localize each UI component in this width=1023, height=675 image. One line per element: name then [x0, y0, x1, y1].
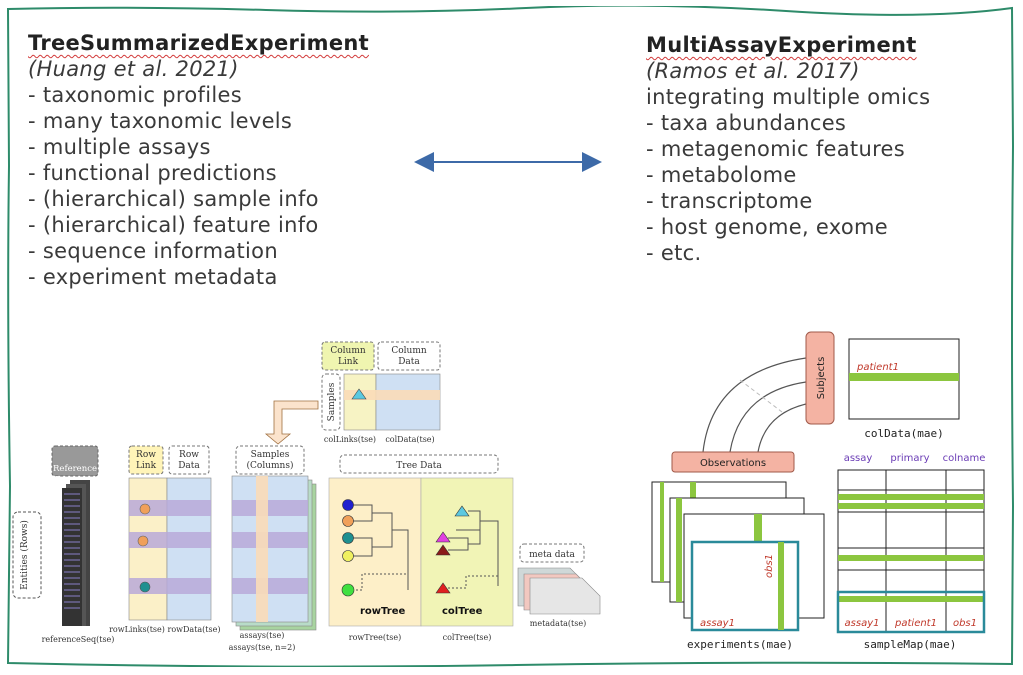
mae-item-3: - metagenomic features: [646, 137, 906, 161]
mae-item-7: - etc.: [646, 241, 702, 265]
samples-label: Samples: [327, 382, 337, 421]
row-data-header: [168, 445, 210, 475]
tse-item-1: - taxonomic profiles: [28, 83, 242, 107]
mae-title: MultiAssayExperiment: [646, 33, 917, 57]
entities-box: [12, 511, 42, 599]
assays-caption-2: assays(tse, n=2): [229, 643, 296, 652]
samplemap-caption: sampleMap(mae): [864, 638, 957, 651]
row-data-caption: rowData(tse): [168, 625, 221, 634]
tse-title: TreeSummarizedExperiment: [28, 31, 369, 55]
row-link-column: [128, 477, 168, 621]
samplemap-header-colname: colname: [943, 453, 986, 464]
row-tree-panel: [328, 477, 422, 627]
observations-label: Observations: [700, 458, 766, 469]
reference-sequence-stack: [62, 480, 90, 626]
samplemap-cell-colname: obs1: [953, 618, 977, 629]
samplemap-header-assay: assay: [844, 453, 873, 464]
row-tree-branches: [352, 504, 409, 591]
outer-frame: [6, 6, 1015, 667]
samples-columns-header: [235, 445, 305, 475]
assay-matrix: [231, 475, 309, 623]
reference-seq-caption: referenceSeq(tse): [42, 635, 115, 644]
samplemap-header-primary: primary: [890, 453, 929, 464]
mae-item-5: - transcriptome: [646, 189, 813, 213]
obs-label: obs1: [764, 554, 775, 578]
samplemap-cell-assay: assay1: [845, 618, 880, 629]
row-tree-label: rowTree: [360, 606, 405, 617]
samplemap-cell-primary: patient1: [894, 618, 937, 629]
entities-label: Entities (Rows): [19, 520, 30, 590]
tse-item-3: - multiple assays: [28, 135, 211, 159]
metadata-sheet: [529, 577, 601, 615]
experiments-caption: experiments(mae): [687, 638, 793, 651]
row-tree-caption: rowTree(tse): [349, 633, 401, 642]
col-tree-branches: [448, 510, 499, 589]
mae-citation: (Ramos et al. 2017): [646, 59, 860, 83]
column-link-header: [321, 341, 375, 371]
assay1-label: assay1: [700, 618, 735, 629]
subjects-box: [805, 331, 835, 425]
tse-item-4: - functional predictions: [28, 161, 277, 185]
mae-item-4: - metabolome: [646, 163, 797, 187]
samplemap-table: [836, 469, 986, 634]
col-tree-label: colTree: [442, 606, 483, 617]
samples-columns-label: Samples(Columns): [247, 450, 294, 471]
column-data-header: [377, 341, 441, 371]
column-link-matrix: [343, 373, 377, 431]
column-data-matrix: [375, 373, 441, 431]
tse-item-6: - (hierarchical) feature info: [28, 213, 319, 237]
mae-coldata-caption: colData(mae): [864, 427, 943, 440]
tree-data-label: Tree Data: [396, 461, 442, 471]
mae-item-2: - taxa abundances: [646, 111, 847, 135]
col-links-caption: colLinks(tse): [324, 435, 376, 444]
observations-box: [671, 451, 795, 473]
mae-item-6: - host genome, exome: [646, 215, 888, 239]
tse-citation: (Huang et al. 2021): [28, 57, 239, 81]
tse-item-7: - sequence information: [28, 239, 278, 263]
row-data-column: [166, 477, 212, 621]
metadata-caption: metadata(tse): [530, 619, 586, 628]
row-links-caption: rowLinks(tse): [109, 625, 165, 634]
tree-data-header: [339, 454, 499, 474]
mae-item-1: integrating multiple omics: [646, 85, 931, 109]
assays-caption-1: assays(tse): [240, 631, 285, 640]
col-data-caption: colData(tse): [385, 435, 434, 444]
experiments-stack: [651, 481, 825, 632]
meta-data-label: meta data: [529, 550, 575, 560]
tse-item-8: - experiment metadata: [28, 265, 278, 289]
tse-item-5: - (hierarchical) sample info: [28, 187, 319, 211]
meta-data-header: [519, 543, 585, 563]
samples-box: [321, 373, 341, 431]
samplemap-highlight-row: [836, 590, 986, 634]
subjects-label: Subjects: [816, 357, 827, 400]
orange-bent-arrow: [264, 400, 319, 445]
patient-label: patient1: [856, 362, 899, 373]
col-tree-panel: [420, 477, 514, 627]
col-tree-caption: colTree(tse): [443, 633, 492, 642]
reference-sequence-box: [51, 445, 99, 477]
tse-item-2: - many taxonomic levels: [28, 109, 293, 133]
row-link-header: [128, 445, 164, 475]
